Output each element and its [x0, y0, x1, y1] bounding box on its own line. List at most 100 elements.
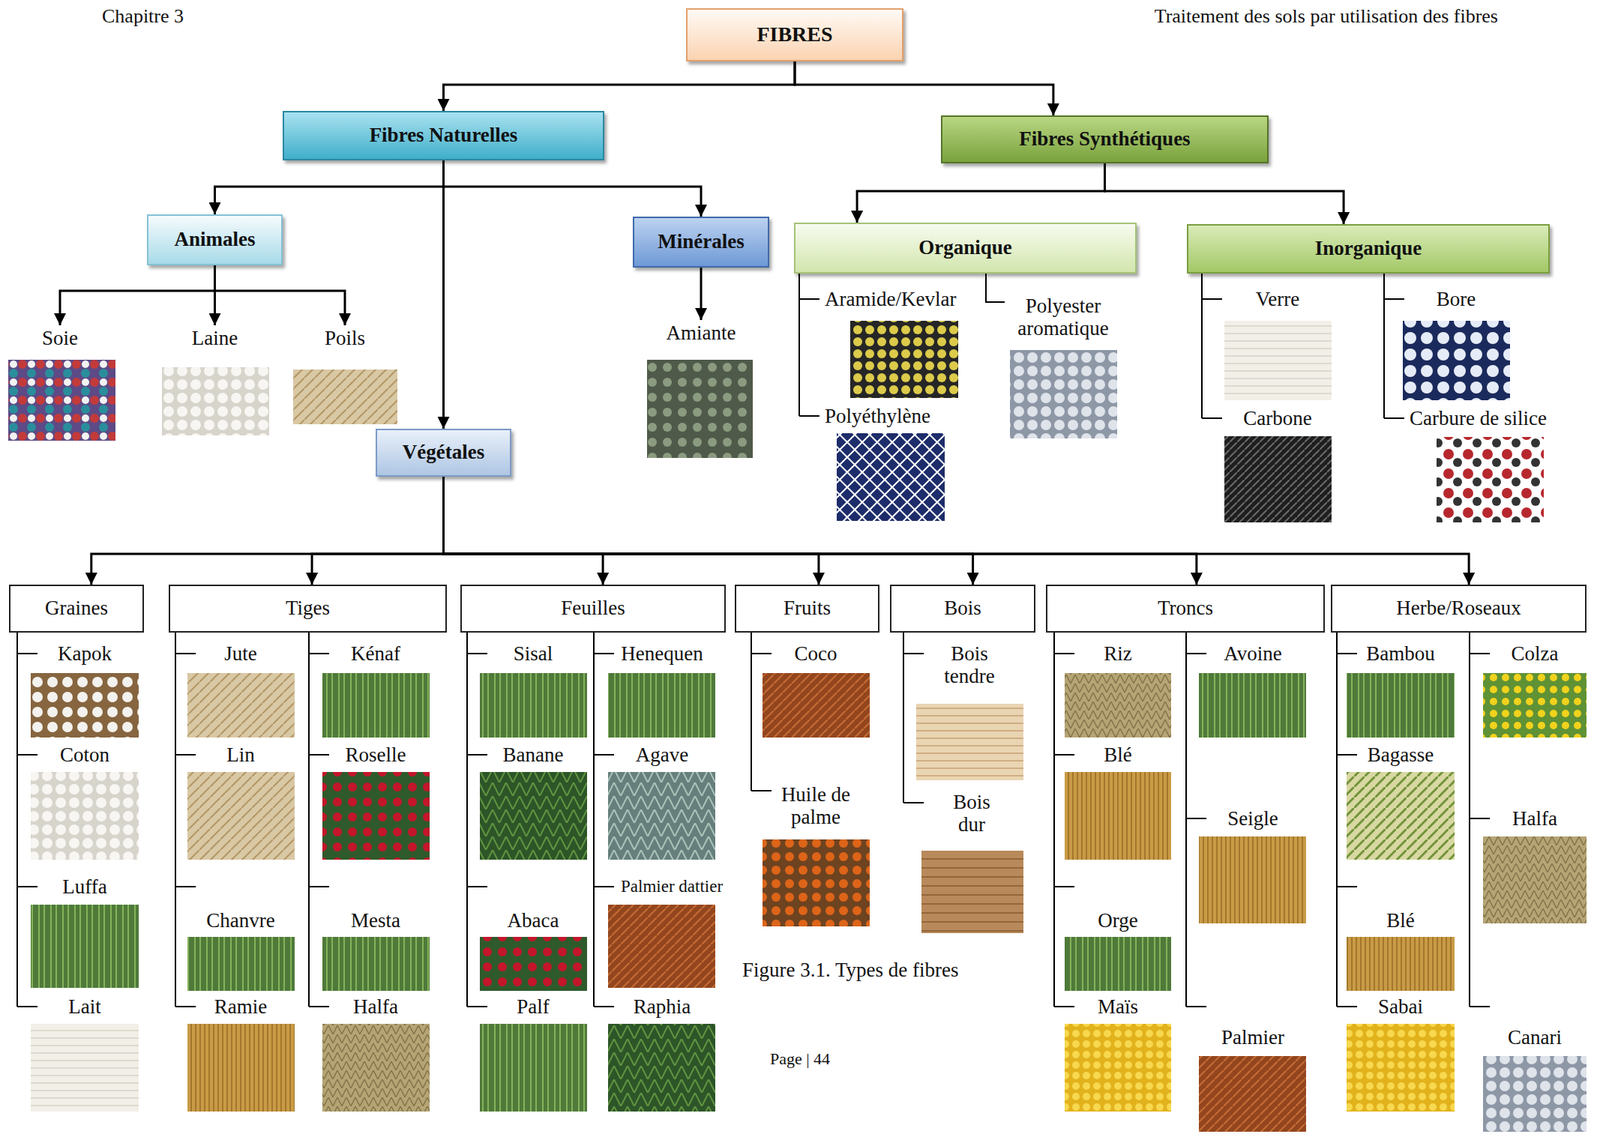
fiber-photo: [479, 772, 588, 860]
label-holder: Coco: [794, 642, 838, 666]
fiber-label: Roselle: [345, 743, 407, 767]
fiber-photo: [322, 937, 430, 992]
fiber-photo: [836, 433, 945, 522]
connector-arrow: [700, 267, 703, 321]
bracket-line: [467, 632, 488, 1007]
fiber-label: Banane: [503, 743, 564, 767]
label-holder: Riz: [1103, 642, 1133, 666]
connector-arrow: [59, 265, 216, 326]
plant-part-box: Tiges: [168, 584, 447, 633]
fiber-label: Avoine: [1223, 642, 1282, 666]
label-holder: Seigle: [1227, 807, 1279, 830]
category-box: Animales: [146, 214, 283, 266]
fiber-label: Kapok: [57, 642, 112, 666]
node-text: Bois: [943, 596, 982, 621]
fiber-photo: [1009, 350, 1118, 439]
node-text: Tiges: [285, 596, 330, 621]
fiber-label: Sisal: [513, 642, 554, 666]
fiber-label: Polyester aromatique: [1017, 294, 1109, 340]
fiber-label: Canari: [1507, 1026, 1562, 1049]
fiber-name: Poils: [318, 325, 372, 353]
label-holder: Roselle: [345, 743, 407, 767]
label-holder: Bagasse: [1367, 743, 1434, 767]
fiber-photo: [30, 1024, 139, 1112]
connector-arrow: [443, 476, 819, 585]
node-text: Amiante: [666, 321, 737, 345]
node-text: Minérales: [657, 230, 744, 254]
label-holder: Halfa: [1512, 807, 1558, 830]
fiber-label: Carbone: [1243, 407, 1312, 430]
plant-part-box: Graines: [8, 584, 144, 633]
fiber-photo: [1346, 772, 1455, 860]
fiber-label: Abaca: [507, 909, 560, 932]
category-box: Fibres Naturelles: [282, 110, 605, 161]
figure-caption: Figure 3.1. Types de fibres: [742, 958, 959, 982]
fiber-label: Palmier dattier: [620, 877, 723, 896]
node-text: Feuilles: [560, 596, 626, 621]
fiber-photo: [1483, 673, 1587, 738]
fiber-label: Palf: [516, 995, 550, 1019]
node-text: Poils: [324, 326, 366, 351]
label-holder: Aramide/Kevlar: [824, 287, 956, 311]
fiber-photo: [1198, 836, 1307, 924]
label-holder: Verre: [1255, 287, 1300, 311]
label-holder: Bois tendre: [930, 642, 1010, 688]
fiber-photo: [1064, 937, 1172, 992]
label-holder: Carbone: [1243, 407, 1312, 430]
plant-part-box: Fruits: [734, 584, 880, 633]
node-text: Fibres Naturelles: [369, 123, 519, 147]
label-holder: Henequen: [620, 642, 703, 666]
label-holder: Page | 44: [770, 1050, 830, 1070]
category-box: Minérales: [632, 216, 770, 268]
node-text: Végétales: [402, 440, 485, 465]
node-text: Graines: [44, 596, 108, 621]
connector-arrow: [215, 160, 444, 215]
connector-arrow: [215, 265, 346, 326]
label-holder: Raphia: [633, 995, 691, 1019]
fiber-label: Jute: [224, 642, 258, 666]
bracket-line: [903, 632, 924, 803]
connector-arrow: [1105, 163, 1345, 225]
label-holder: Bore: [1436, 287, 1476, 311]
fiber-label: Bambou: [1366, 642, 1436, 666]
fiber-photo: [187, 937, 295, 992]
node-text: FIBRES: [756, 22, 833, 47]
label-holder: Kapok: [57, 642, 112, 666]
fiber-photo: [1346, 673, 1455, 738]
fiber-photo: [762, 673, 870, 738]
label-holder: Lait: [68, 995, 101, 1019]
node-text: Fruits: [783, 596, 831, 621]
label-holder: Bambou: [1366, 642, 1436, 666]
fiber-label: Halfa: [1512, 807, 1558, 830]
label-holder: Kénaf: [350, 642, 401, 666]
label-holder: Polyéthylène: [824, 404, 931, 428]
bracket-line: [751, 632, 772, 792]
plant-part-box: Troncs: [1045, 584, 1325, 633]
fiber-label: Riz: [1103, 642, 1133, 666]
label-holder: Abaca: [507, 909, 560, 932]
connector-arrow: [311, 476, 444, 585]
label-holder: Sabai: [1378, 995, 1424, 1019]
fiber-photo: [322, 673, 430, 738]
fiber-label: Palmier: [1221, 1026, 1285, 1049]
bracket-line: [175, 632, 196, 1007]
node-text: Inorganique: [1315, 236, 1423, 261]
label-holder: Maïs: [1097, 995, 1139, 1019]
fiber-label: Sabai: [1378, 995, 1424, 1019]
connector-arrow: [442, 160, 445, 429]
label-holder: Mesta: [350, 909, 401, 932]
label-holder: Palmier dattier: [620, 877, 723, 897]
fiber-name: Laine: [185, 325, 245, 353]
node-text: Herbe/Roseaux: [1396, 596, 1521, 621]
fiber-label: Halfa: [353, 995, 399, 1019]
label-holder: Orge: [1097, 909, 1139, 932]
fiber-label: Polyéthylène: [824, 404, 931, 428]
label-holder: Bois dur: [941, 791, 1002, 836]
bracket-line: [308, 632, 330, 1007]
node-text: Troncs: [1157, 596, 1214, 621]
fiber-photo: [1346, 937, 1455, 992]
label-holder: Lin: [226, 743, 255, 767]
fiber-photo: [479, 937, 588, 992]
node-text: Soie: [41, 326, 78, 351]
fiber-photo: [1064, 1024, 1172, 1112]
